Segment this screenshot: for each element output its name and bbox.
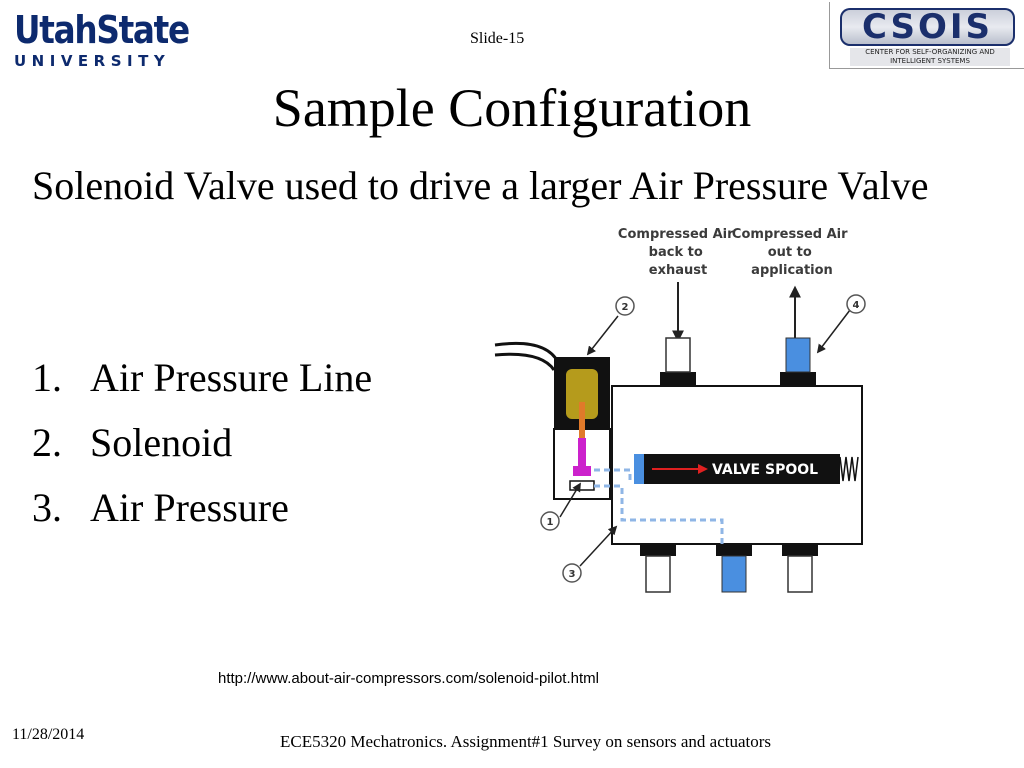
valve-spool-spring	[839, 456, 859, 482]
marker-2-label: 2	[622, 302, 629, 313]
solenoid-wire	[494, 341, 560, 363]
intro-text: Solenoid Valve used to drive a larger Ai…	[32, 163, 929, 208]
solenoid-coil	[566, 369, 598, 419]
port-bottom-left-tube	[645, 555, 671, 593]
usu-logo: UtahState UNIVERSITY	[14, 10, 204, 74]
usu-logo-sub: UNIVERSITY	[14, 52, 171, 70]
callout-exhaust-line1: Compressed Air	[618, 227, 734, 242]
list-item-label: Air Pressure Line	[90, 355, 373, 400]
list-item: 3. Air Pressure	[32, 475, 372, 540]
solenoid-valve-diagram: Compressed Air back to exhaust Compresse…	[494, 227, 866, 593]
list-item: 2. Solenoid	[32, 410, 372, 475]
solenoid-wire	[494, 352, 556, 371]
marker-3-label: 3	[569, 569, 576, 580]
marker-4: 4	[816, 294, 866, 354]
csois-logo-tagline: CENTER FOR SELF-ORGANIZING AND INTELLIGE…	[850, 48, 1010, 66]
list-item-label: Air Pressure	[90, 485, 289, 530]
port-application-top	[780, 372, 816, 386]
csois-logo-main: CSOIS	[840, 8, 1015, 46]
numbered-list: 1. Air Pressure Line 2. Solenoid 3. Air Pre…	[32, 345, 372, 540]
callout-exhaust: Compressed Air back to exhaust	[618, 227, 738, 278]
marker-4-label: 4	[853, 300, 860, 311]
slide-number: Slide-15	[470, 30, 525, 47]
csois-logo: CSOIS CENTER FOR SELF-ORGANIZING AND INT…	[829, 2, 1024, 69]
callout-application: Compressed Air out to application	[732, 227, 852, 278]
footer-date: 11/28/2014	[12, 726, 85, 743]
solenoid-seat	[569, 480, 595, 491]
marker-3: 3	[562, 525, 618, 583]
list-item-number: 3.	[32, 485, 62, 530]
callout-exhaust-line3: exhaust	[649, 263, 707, 278]
marker-1: 1	[540, 482, 581, 531]
solenoid-plunger	[578, 438, 586, 468]
slide-title: Sample Configuration	[272, 78, 752, 138]
pilot-air-passage	[594, 468, 724, 544]
port-bottom-right	[782, 544, 818, 556]
port-bottom-center	[716, 544, 752, 556]
marker-2: 2	[586, 296, 635, 356]
port-exhaust-tube	[665, 337, 691, 373]
callout-application-line1: Compressed Air	[732, 227, 848, 242]
port-bottom-center-tube	[721, 555, 747, 593]
callout-application-line2: out to	[768, 245, 812, 260]
callout-application-line3: application	[751, 263, 833, 278]
valve-spool-blue-cap	[634, 454, 644, 484]
source-link[interactable]: http://www.about-air-compressors.com/sol…	[218, 670, 599, 687]
spool-label: VALVE SPOOL	[712, 462, 818, 478]
port-application-tube	[785, 337, 811, 373]
list-item-label: Solenoid	[90, 420, 233, 465]
port-bottom-right-tube	[787, 555, 813, 593]
callout-exhaust-line2: back to	[649, 245, 703, 260]
marker-1-label: 1	[547, 517, 554, 528]
list-item-number: 2.	[32, 420, 62, 465]
list-item-number: 1.	[32, 355, 62, 400]
spool-direction-arrowhead	[698, 464, 708, 474]
port-bottom-left	[640, 544, 676, 556]
usu-logo-main: UtahState	[14, 8, 190, 52]
footer-course: ECE5320 Mechatronics. Assignment#1 Surve…	[280, 732, 772, 751]
solenoid-plunger-head	[573, 466, 591, 476]
port-exhaust-top	[660, 372, 696, 386]
solenoid-rod-orange	[579, 402, 585, 438]
list-item: 1. Air Pressure Line	[32, 345, 372, 410]
